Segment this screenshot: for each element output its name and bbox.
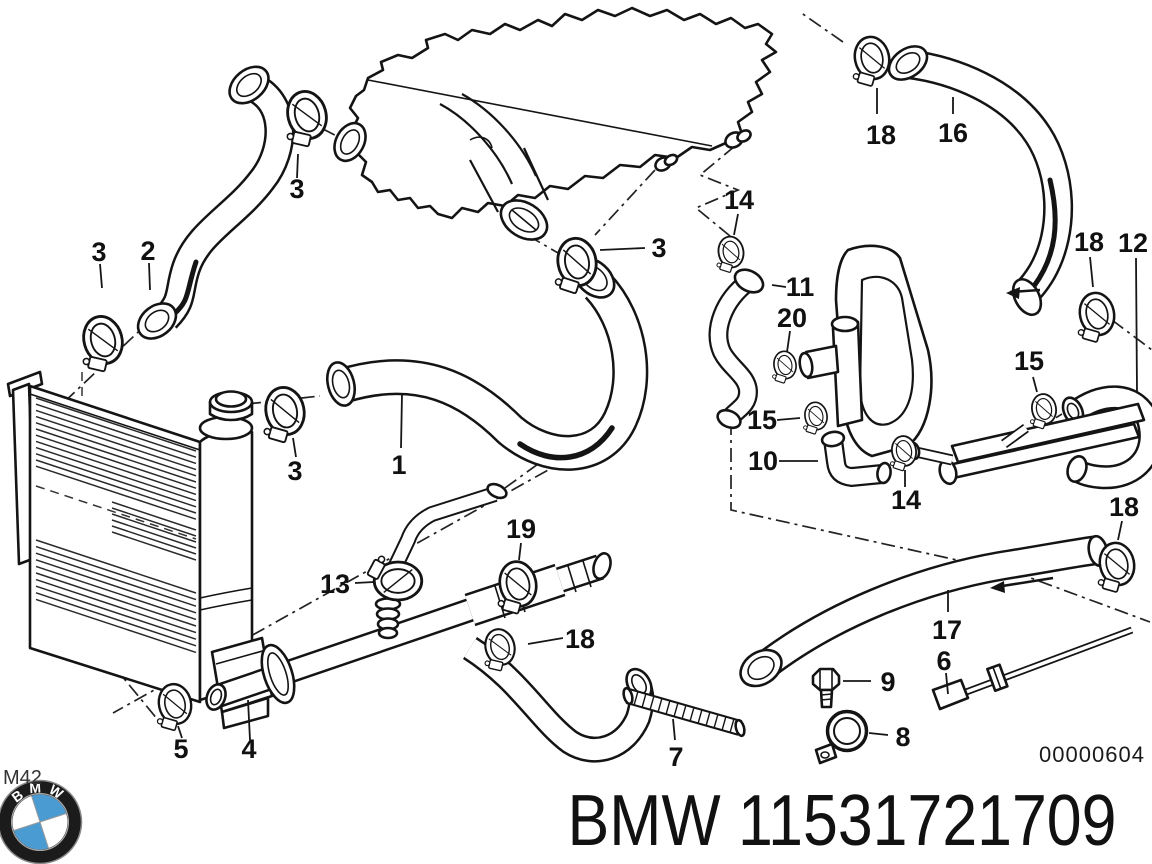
heater-valve-body: [831, 320, 864, 428]
hose-17: [739, 534, 1109, 688]
part-callout-3: 3: [287, 456, 302, 486]
part-callout-18: 18: [1074, 227, 1104, 257]
part-callout-3: 3: [91, 237, 106, 267]
clamp-18a: [842, 32, 896, 92]
part-callout-8: 8: [895, 722, 910, 752]
bolt-9: [811, 667, 841, 709]
engine-block: [333, 6, 778, 241]
hose-2: [136, 65, 295, 340]
hose-16: [887, 45, 1074, 316]
radiator-fins: [35, 397, 197, 654]
part-callout-18: 18: [866, 120, 896, 150]
part-number-title: BMW 11531721709: [568, 781, 1117, 861]
corrugated-sleeve-7: [622, 686, 746, 738]
cable-strap-6: [931, 626, 1134, 711]
part-callout-5: 5: [173, 734, 188, 764]
part-callout-12: 12: [1118, 228, 1148, 258]
water-pipe-assembly: [205, 447, 655, 763]
heater-valve-assembly: [798, 244, 933, 458]
part-callout-15: 15: [747, 405, 777, 435]
hose-11: [708, 268, 765, 430]
part-callout-14: 14: [891, 485, 921, 515]
clamp-3d: [252, 382, 312, 449]
hose-12: [1061, 385, 1152, 490]
clamp-13: [365, 552, 424, 602]
part-callout-3: 3: [651, 233, 666, 263]
bmw-logo: BMW: [0, 779, 83, 864]
clamp-15a: [797, 399, 831, 438]
part-callout-2: 2: [140, 236, 155, 266]
clamp-3a: [69, 310, 131, 379]
part-callout-19: 19: [506, 514, 536, 544]
bellows-nipple: [374, 597, 402, 640]
part-callout-6: 6: [936, 646, 951, 676]
diagram-code-label: 00000604: [1039, 742, 1145, 767]
flow-arrow-16: [1006, 287, 1041, 299]
part-callout-10: 10: [748, 446, 778, 476]
part-callout-16: 16: [938, 118, 968, 148]
part-callout-18: 18: [565, 624, 595, 654]
part-callout-15: 15: [1014, 346, 1044, 376]
leader-lines: [99, 88, 1138, 741]
clamp-20: [766, 348, 800, 387]
part-callout-9: 9: [880, 667, 895, 697]
flow-arrow-17: [990, 576, 1054, 593]
radiator: [6, 370, 274, 730]
engine-code-label: M42: [3, 767, 42, 789]
clamp-18c: [1067, 288, 1121, 348]
part-callout-18: 18: [1109, 492, 1139, 522]
pipe-flange: [260, 643, 296, 705]
p-clamp-8: [814, 709, 869, 765]
part-callout-20: 20: [777, 303, 807, 333]
part-callout-4: 4: [241, 734, 256, 764]
part-callout-3: 3: [289, 174, 304, 204]
part-callout-17: 17: [932, 615, 962, 645]
bmw-logo-quadrants: [12, 794, 68, 850]
part-callout-11: 11: [786, 272, 815, 302]
part-callout-14: 14: [724, 185, 754, 215]
part-callout-7: 7: [668, 742, 683, 772]
part-callout-13: 13: [320, 569, 350, 599]
hose-10: [820, 430, 892, 488]
hose-1: [326, 257, 649, 471]
part-callout-1: 1: [391, 450, 406, 480]
